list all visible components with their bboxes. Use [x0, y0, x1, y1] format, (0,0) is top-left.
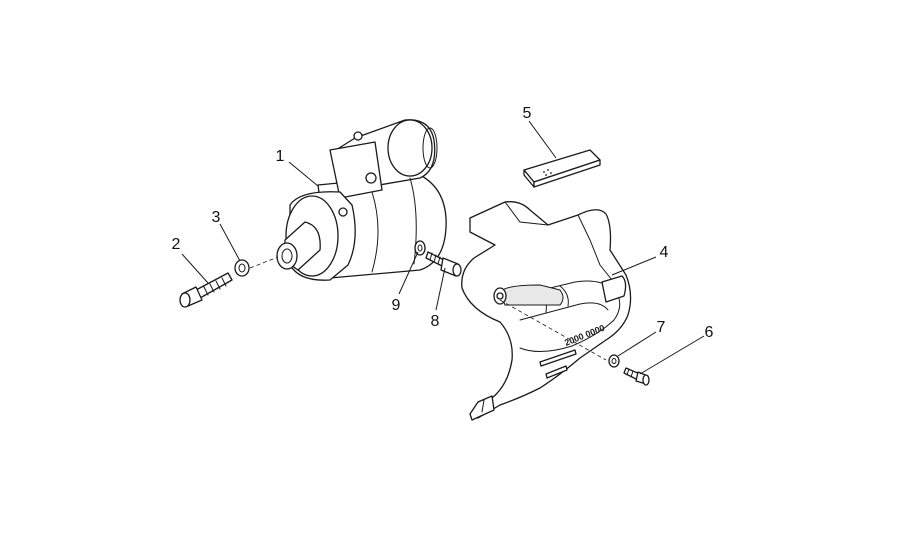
washer: [234, 259, 250, 277]
leader-lines: [181, 120, 705, 375]
callout-3: 3: [212, 209, 221, 226]
starter-motor: [276, 119, 447, 281]
assembly-axis-line: [249, 256, 279, 269]
heat-shield-guard: 2000 0000: [461, 201, 632, 421]
small-nut: [608, 354, 620, 368]
bolt-short: [623, 367, 650, 386]
small-washer: [414, 240, 426, 256]
stud-spacer: [425, 251, 462, 277]
callout-2: 2: [172, 236, 181, 253]
callout-labels: 1 2 3 4 5 6 7 8 9: [172, 105, 714, 341]
callout-5: 5: [523, 105, 532, 122]
callout-4: 4: [660, 244, 669, 261]
callout-1: 1: [276, 148, 285, 165]
guard-bolt-axis-line: [499, 299, 607, 361]
callout-9: 9: [392, 297, 401, 314]
label-plate: [523, 149, 601, 188]
callout-8: 8: [431, 313, 440, 330]
callout-6: 6: [705, 324, 714, 341]
bolt-long: [179, 272, 233, 308]
callout-7: 7: [657, 319, 666, 336]
